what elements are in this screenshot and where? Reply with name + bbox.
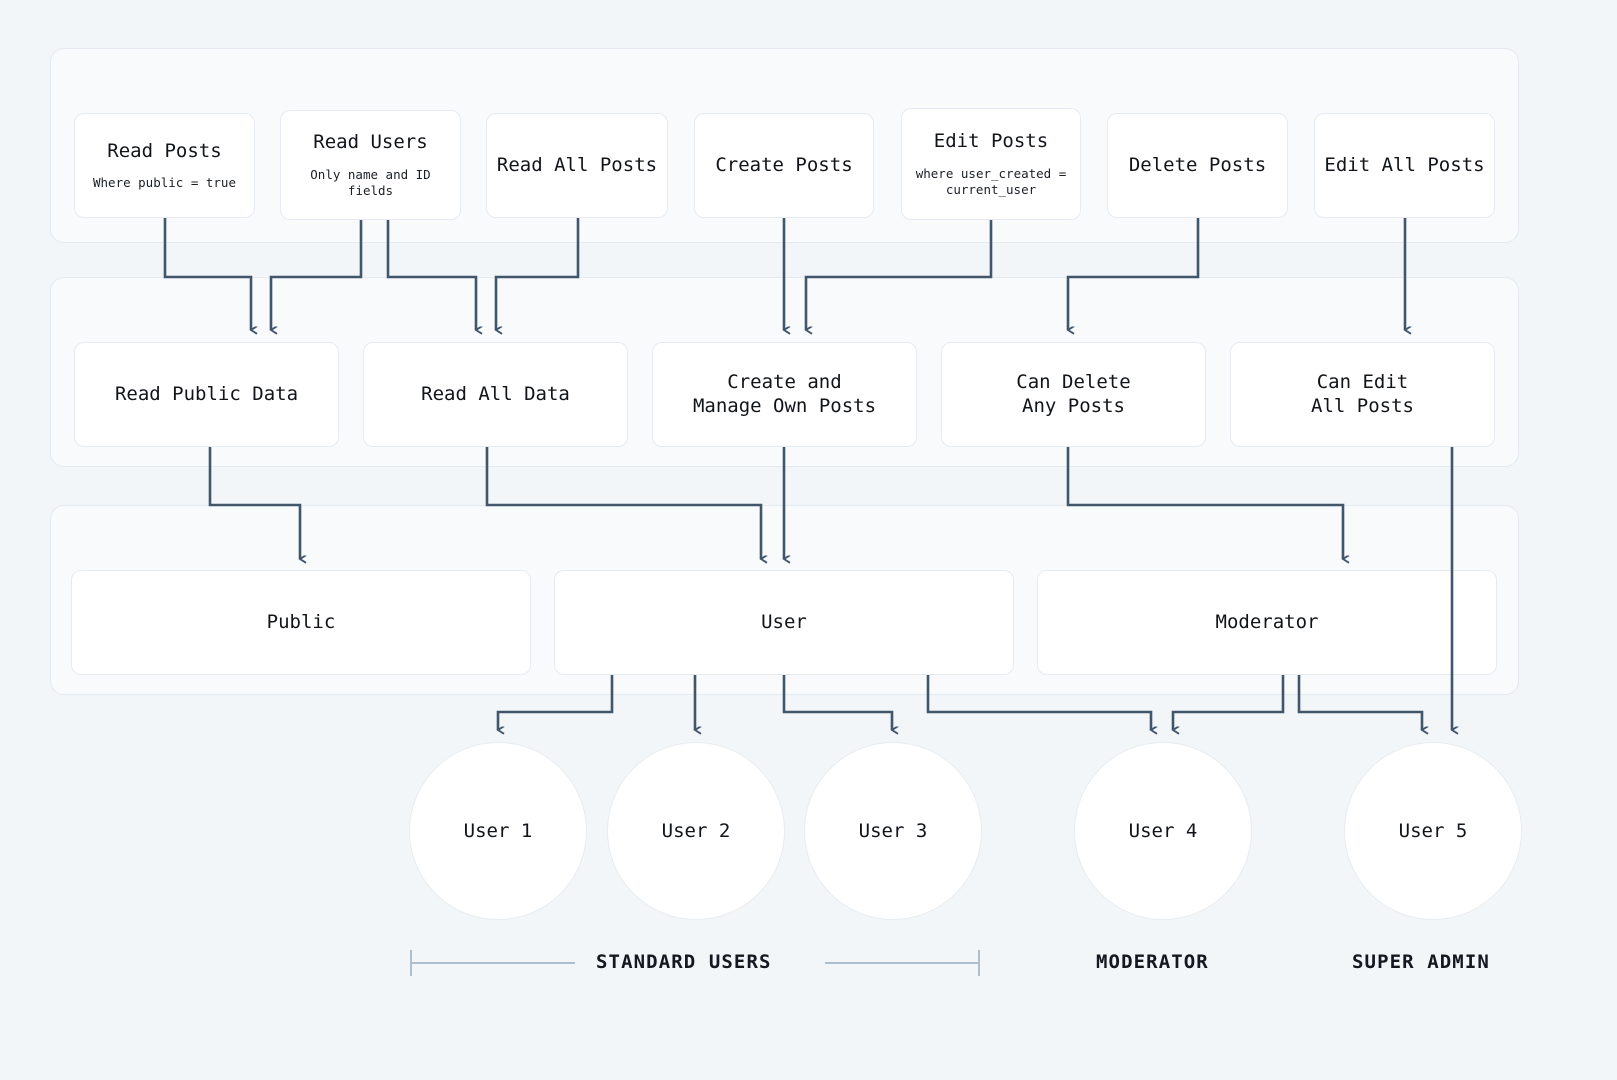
user-label: User 2 <box>661 820 731 842</box>
group-label-standard-users: STANDARD USERS <box>596 951 772 973</box>
permission-node-read-posts[interactable]: Read Posts Where public = true <box>74 113 255 218</box>
role-node-public[interactable]: Public <box>71 570 531 675</box>
policy-title: Can Delete Any Posts <box>1016 370 1131 417</box>
role-node-moderator[interactable]: Moderator <box>1037 570 1497 675</box>
policy-title: Read Public Data <box>114 382 299 405</box>
policy-title: Create and Manage Own Posts <box>692 370 877 417</box>
permission-node-create-posts[interactable]: Create Posts <box>694 113 874 218</box>
permission-title: Read Posts <box>107 139 222 162</box>
permission-title: Read Users <box>313 130 428 153</box>
role-title: User <box>761 610 807 633</box>
user-label: User 5 <box>1398 820 1468 842</box>
user-circle-user-1[interactable]: User 1 <box>409 742 587 920</box>
permission-subtitle: Where public = true <box>93 175 236 191</box>
policy-node-can-delete-any-posts[interactable]: Can Delete Any Posts <box>941 342 1206 447</box>
permission-node-edit-all-posts[interactable]: Edit All Posts <box>1314 113 1495 218</box>
policy-title: Read All Data <box>421 382 570 405</box>
policy-node-can-edit-all-posts[interactable]: Can Edit All Posts <box>1230 342 1495 447</box>
role-node-user[interactable]: User <box>554 570 1014 675</box>
permission-title: Delete Posts <box>1128 153 1267 176</box>
permission-title: Read All Posts <box>496 153 658 176</box>
user-circle-user-5[interactable]: User 5 <box>1344 742 1522 920</box>
policy-title: Can Edit All Posts <box>1311 370 1414 417</box>
permission-title: Create Posts <box>715 153 853 176</box>
policy-node-read-public-data[interactable]: Read Public Data <box>74 342 339 447</box>
user-label: User 4 <box>1128 820 1198 842</box>
user-circle-user-4[interactable]: User 4 <box>1074 742 1252 920</box>
role-title: Moderator <box>1215 610 1319 633</box>
permission-subtitle: where user_created = current_user <box>915 165 1067 197</box>
user-circle-user-3[interactable]: User 3 <box>804 742 982 920</box>
user-label: User 1 <box>463 820 533 842</box>
policy-node-read-all-data[interactable]: Read All Data <box>363 342 628 447</box>
permission-title: Edit All Posts <box>1324 153 1485 176</box>
permission-node-read-users[interactable]: Read Users Only name and ID fields <box>280 110 461 220</box>
permission-subtitle: Only name and ID fields <box>310 166 431 198</box>
user-circle-user-2[interactable]: User 2 <box>607 742 785 920</box>
group-label-moderator: MODERATOR <box>1096 951 1209 973</box>
policy-node-create-manage-own-posts[interactable]: Create and Manage Own Posts <box>652 342 917 447</box>
permission-node-edit-posts[interactable]: Edit Posts where user_created = current_… <box>901 108 1081 220</box>
permission-node-delete-posts[interactable]: Delete Posts <box>1107 113 1288 218</box>
permission-title: Edit Posts <box>933 129 1049 152</box>
user-label: User 3 <box>858 820 928 842</box>
permission-node-read-all-posts[interactable]: Read All Posts <box>486 113 668 218</box>
role-title: Public <box>266 610 336 633</box>
group-label-super-admin: SUPER ADMIN <box>1352 951 1490 973</box>
